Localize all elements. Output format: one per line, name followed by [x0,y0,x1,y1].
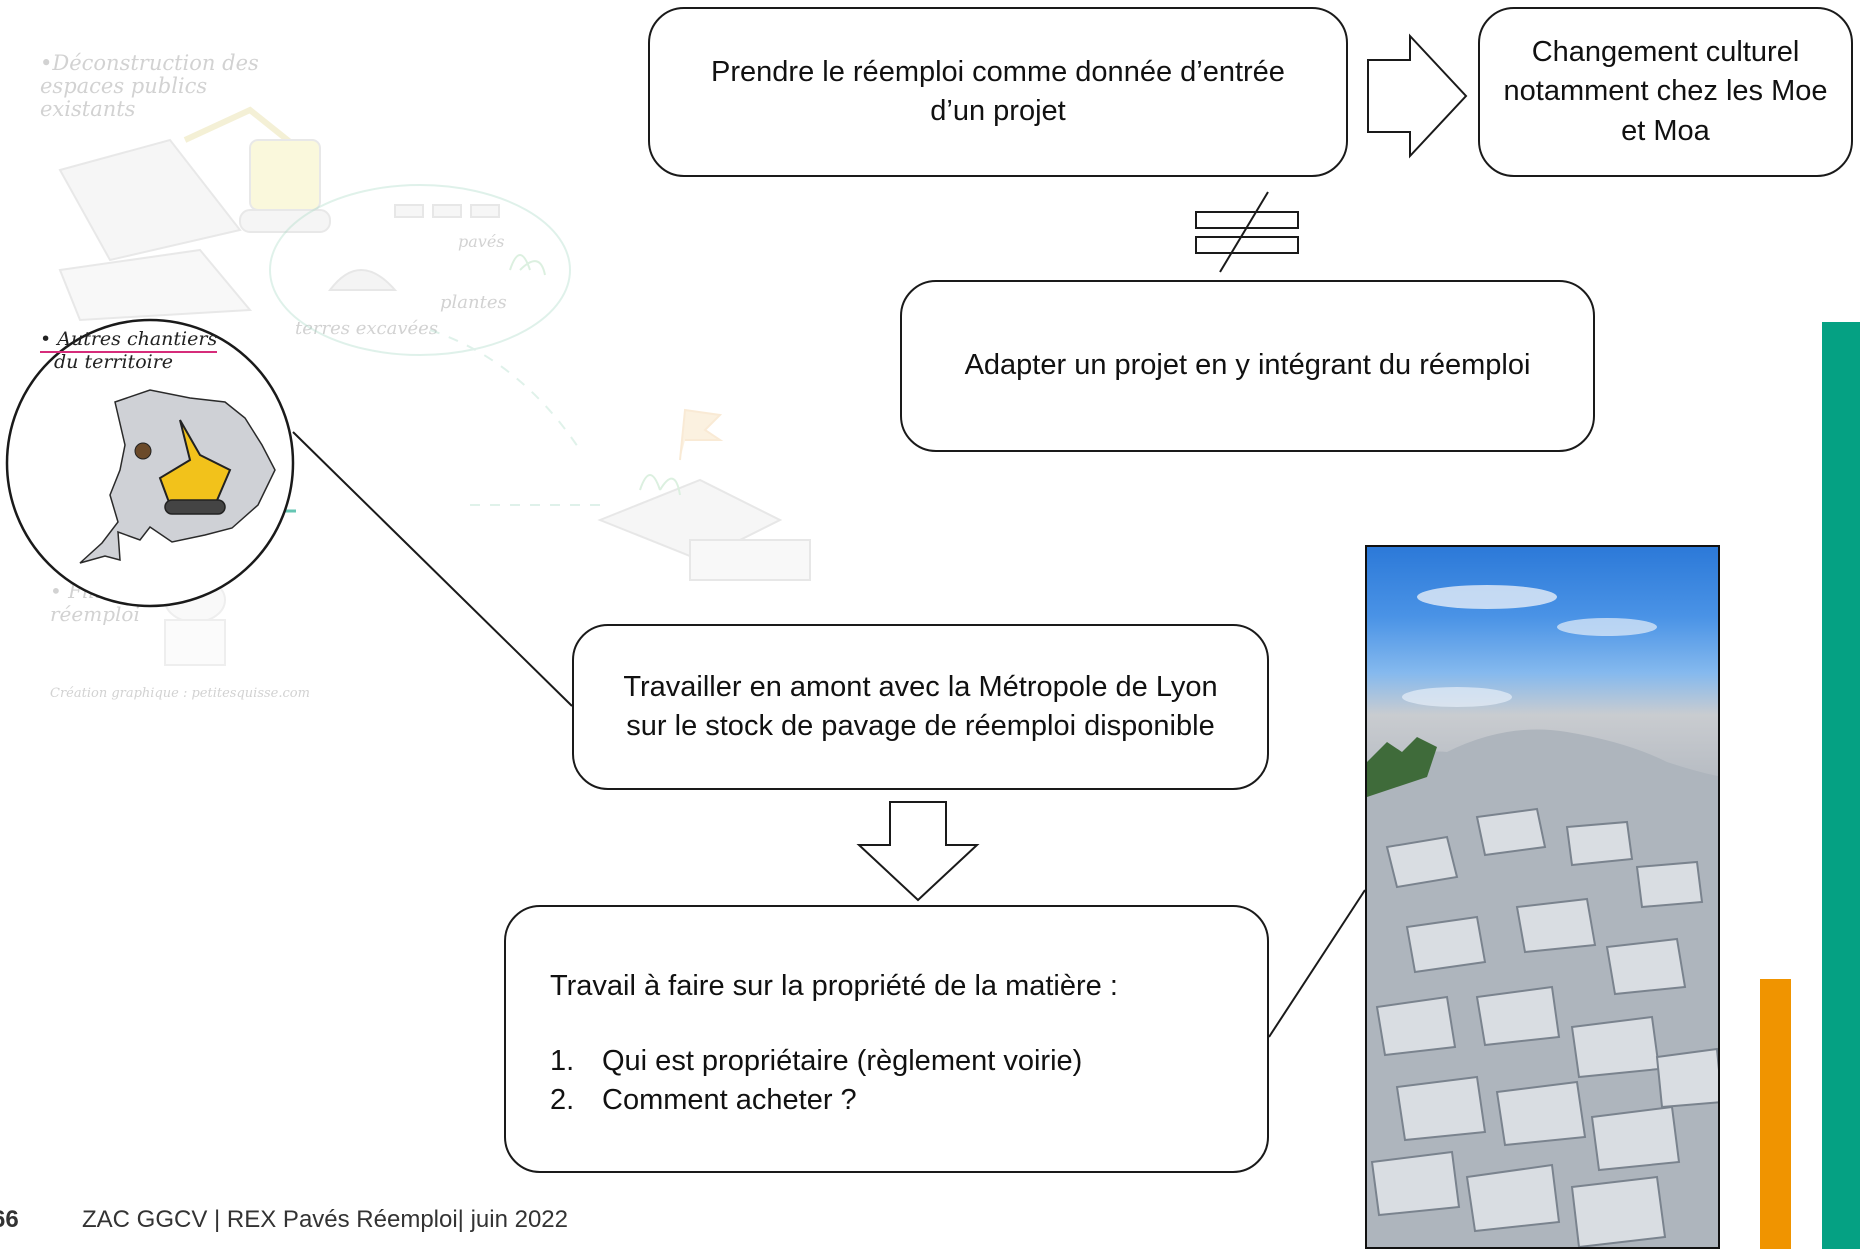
box-travailler-metropole: Travailler en amont avec la Métropole de… [572,624,1269,790]
not-equal-icon [1195,191,1299,273]
list-item-number: 1. [550,1045,575,1078]
list-item-number: 2. [550,1084,575,1117]
illustration-plantes-label: plantes [440,292,507,313]
excavator-sketch [58,106,331,322]
illustration-deconstruction-label: •Déconstruction des espaces publics exis… [40,51,259,122]
box-travail-propriete: Travail à faire sur la propriété de la m… [504,905,1269,1173]
autres-chantiers-line1: • Autres chantiers [40,329,218,353]
map-callout-circle [5,318,295,608]
list-item: 2. Comment acheter ? [550,1081,1227,1120]
arrow-right-icon [1367,33,1468,159]
box-changement-culturel: Changement culturel notamment chez les M… [1478,7,1853,177]
tracks-icon [164,499,226,515]
arrow-down-icon [856,801,980,902]
paving-stones-photo [1365,545,1720,1249]
box-travailler-text: Travailler en amont avec la Métropole de… [623,670,1218,742]
illustration-terres-label: terres excavées [295,318,439,339]
paving-stones-illustration [1367,585,1718,1247]
green-accent-bar [1822,322,1860,1249]
box-adapter-projet: Adapter un projet en y intégrant du réem… [900,280,1595,452]
paves-plants-sketch [269,184,581,451]
connector-photo-to-travail [1268,889,1366,1038]
box-prendre-text: Prendre le réemploi comme donnée d’entré… [711,55,1285,127]
orange-accent-bar [1760,979,1791,1249]
illustration-paves-label: pavés [458,232,505,251]
list-item-text: Qui est propriétaire (règlement voirie) [602,1045,1083,1078]
autres-chantiers-line2: du territoire [54,350,174,373]
connector-circle-to-travailler [292,431,573,707]
page-number: 66 [0,1206,19,1233]
autres-chantiers-label: • Autres chantiers du territoire [40,329,218,373]
box-adapter-text: Adapter un projet en y intégrant du réem… [964,349,1531,382]
list-item-text: Comment acheter ? [602,1084,857,1117]
list-item: 1. Qui est propriétaire (règlement voiri… [550,1042,1227,1081]
dirt-pile-icon [134,442,152,460]
illustration-credit: Création graphique : petitesquisse.com [50,686,310,701]
box-travail-intro: Travail à faire sur la propriété de la m… [550,970,1118,1002]
box-prendre-reemploi: Prendre le réemploi comme donnée d’entré… [648,7,1348,177]
destination-site-sketch [470,408,811,581]
footer: 66 ZAC GGCV | REX Pavés Réemploi| juin 2… [0,1200,568,1240]
box-changement-text: Changement culturel notamment chez les M… [1503,36,1828,147]
footer-text: ZAC GGCV | REX Pavés Réemploi| juin 2022 [82,1206,568,1233]
